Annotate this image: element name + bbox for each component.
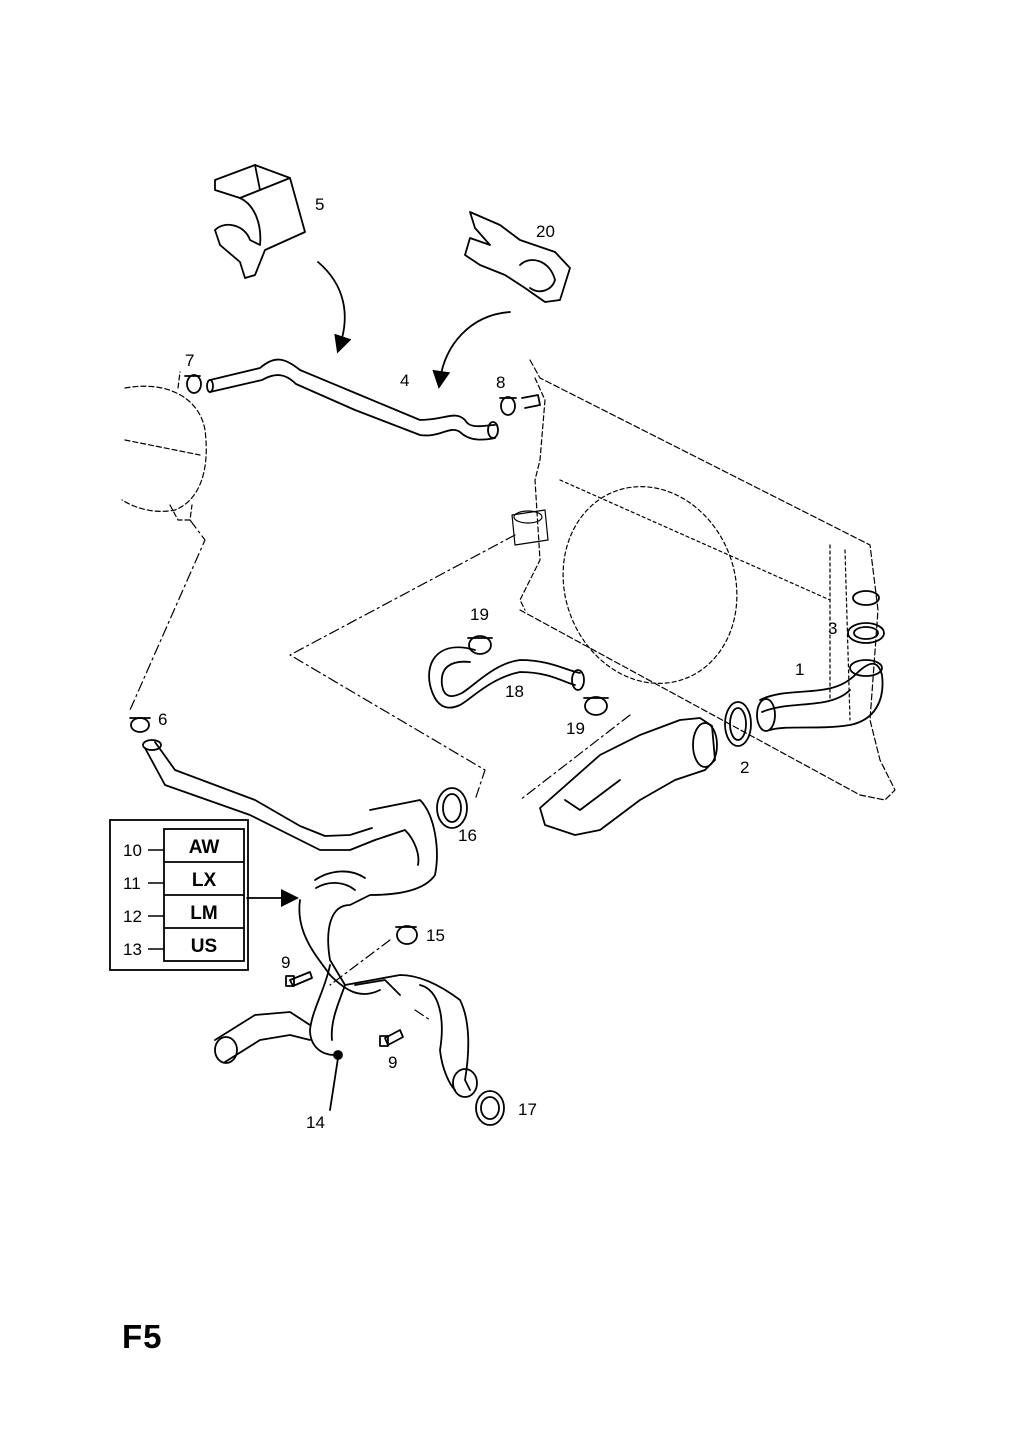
part-2-clamp <box>724 701 752 747</box>
part-5-clip <box>214 164 306 279</box>
variant-code-lx: LX <box>192 870 217 891</box>
variant-index-10: 10 <box>123 841 142 860</box>
callout-labels: 5 20 7 4 8 19 3 1 18 6 19 2 16 15 9 9 17… <box>158 195 837 1132</box>
part-1-hose <box>756 659 884 732</box>
part-16-clamp <box>436 787 468 829</box>
part-3-clamp <box>847 590 885 644</box>
callout-6: 6 <box>158 710 167 729</box>
callout-5: 5 <box>315 195 324 214</box>
part-9-bolt-a <box>285 971 313 987</box>
callout-2: 2 <box>740 758 749 777</box>
callout-19-a: 19 <box>470 605 489 624</box>
callout-16: 16 <box>458 826 477 845</box>
variant-index-11: 11 <box>123 874 141 893</box>
leader-14 <box>329 1057 339 1111</box>
callout-8: 8 <box>496 373 505 392</box>
page-code: F5 <box>122 1318 163 1355</box>
variant-index-12: 12 <box>123 907 142 926</box>
callout-7: 7 <box>185 351 194 370</box>
part-18-hose <box>428 646 585 709</box>
callout-17: 17 <box>518 1100 537 1119</box>
callout-19-b: 19 <box>566 719 585 738</box>
part-9-bolt-b <box>379 1029 404 1047</box>
part-4-hose <box>206 358 499 441</box>
part-14-lower-hose <box>214 799 478 1098</box>
callout-14: 14 <box>306 1113 325 1132</box>
part-8-clamp <box>499 394 541 416</box>
bypass-hose <box>142 739 376 851</box>
part-6-clamp <box>129 717 151 733</box>
variant-code-lm: LM <box>190 903 217 924</box>
part-19-clamp-b <box>583 696 609 716</box>
callout-4: 4 <box>400 371 409 390</box>
part-7-clamp <box>184 374 202 394</box>
part-15-clamp <box>395 925 418 945</box>
callout-18: 18 <box>505 682 524 701</box>
callout-3: 3 <box>828 619 837 638</box>
arrows <box>246 261 511 907</box>
variant-code-us: US <box>191 936 217 957</box>
callout-20: 20 <box>536 222 555 241</box>
callout-15: 15 <box>426 926 445 945</box>
callout-9-b: 9 <box>388 1053 397 1072</box>
part-17-clamp <box>475 1090 505 1126</box>
variant-index-13: 13 <box>123 940 142 959</box>
part-20-bracket <box>464 211 571 303</box>
expansion-tank <box>121 371 207 521</box>
part-19-clamp-a <box>467 635 493 655</box>
variant-table: 10 11 12 13 AW LX LM US <box>109 819 249 971</box>
thermostat-housing <box>539 717 718 836</box>
variant-code-aw: AW <box>189 837 220 858</box>
callout-9-a: 9 <box>281 953 290 972</box>
callout-1: 1 <box>795 660 804 679</box>
